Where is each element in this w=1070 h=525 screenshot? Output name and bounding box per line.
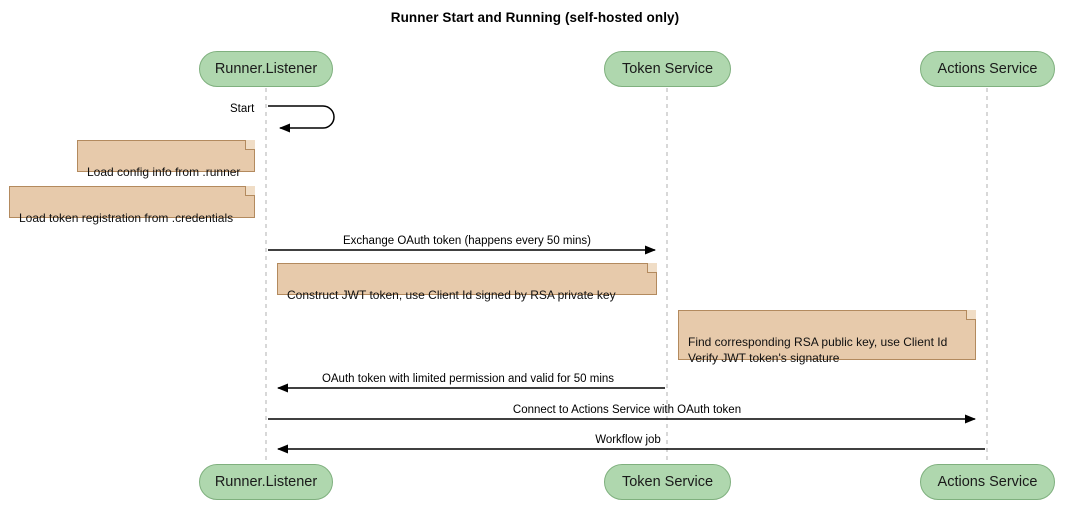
participant-token-service-bottom[interactable]: Token Service bbox=[604, 464, 731, 500]
note-text: Find corresponding RSA public key, use C… bbox=[688, 335, 948, 365]
message-label-workflow-job: Workflow job bbox=[595, 434, 661, 446]
note-fold-corner-icon bbox=[245, 140, 255, 150]
participant-actions-service-top[interactable]: Actions Service bbox=[920, 51, 1055, 87]
message-label-oauth-token-return: OAuth token with limited permission and … bbox=[321, 373, 615, 385]
note-text: Load config info from .runner bbox=[87, 165, 241, 179]
participant-label: Token Service bbox=[621, 474, 714, 490]
participant-actions-service-bottom[interactable]: Actions Service bbox=[920, 464, 1055, 500]
self-message-start bbox=[268, 105, 335, 133]
participant-label: Runner.Listener bbox=[214, 61, 318, 77]
message-label-exchange-oauth: Exchange OAuth token (happens every 50 m… bbox=[342, 235, 592, 247]
participant-label: Runner.Listener bbox=[214, 474, 318, 490]
note-verify-jwt-signature: Find corresponding RSA public key, use C… bbox=[678, 310, 976, 365]
note-text: Construct JWT token, use Client Id signe… bbox=[287, 288, 616, 302]
note-text: Load token registration from .credential… bbox=[19, 211, 234, 225]
participant-runner-listener-bottom[interactable]: Runner.Listener bbox=[199, 464, 333, 500]
note-fold-corner-icon bbox=[245, 186, 255, 196]
message-label-connect-actions: Connect to Actions Service with OAuth to… bbox=[512, 404, 742, 416]
participant-runner-listener-top[interactable]: Runner.Listener bbox=[199, 51, 333, 87]
participant-token-service-top[interactable]: Token Service bbox=[604, 51, 731, 87]
message-arrows bbox=[268, 245, 985, 454]
message-label-start: Start bbox=[230, 103, 255, 115]
diagram-title: Runner Start and Running (self-hosted on… bbox=[390, 10, 680, 25]
note-load-config: Load config info from .runner bbox=[77, 140, 255, 179]
participant-label: Token Service bbox=[621, 61, 714, 77]
participant-label: Actions Service bbox=[937, 61, 1038, 77]
lifelines bbox=[265, 88, 988, 462]
note-fold-corner-icon bbox=[647, 263, 657, 273]
note-fold-corner-icon bbox=[966, 310, 976, 320]
note-construct-jwt: Construct JWT token, use Client Id signe… bbox=[277, 263, 657, 302]
note-load-token-registration: Load token registration from .credential… bbox=[9, 186, 255, 225]
participant-label: Actions Service bbox=[937, 474, 1038, 490]
